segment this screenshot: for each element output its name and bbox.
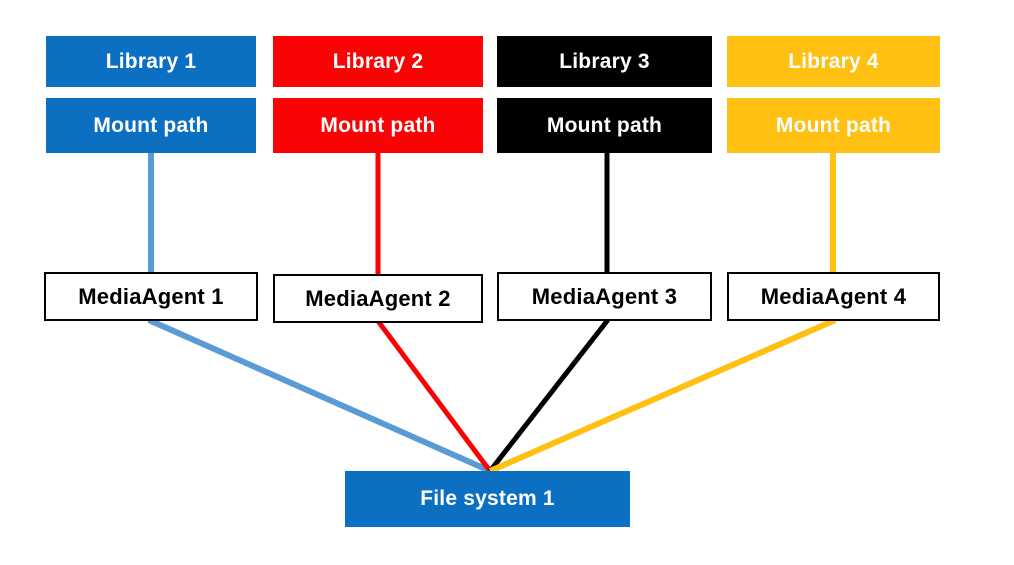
library-box-2: Library 2	[273, 36, 483, 87]
mediaagent-label-3: MediaAgent 3	[531, 283, 678, 309]
mount-path-box-1: Mount path	[46, 98, 256, 153]
file-system-label: File system 1	[420, 487, 555, 510]
connector-line-library3-to-filesystem	[488, 153, 610, 473]
mediaagent-box-2: MediaAgent 2	[273, 274, 483, 323]
mediaagent-label-4: MediaAgent 4	[760, 283, 907, 309]
mount-path-box-4: Mount path	[727, 98, 940, 153]
library-label-3: Library 3	[559, 49, 650, 73]
library-label-1: Library 1	[105, 49, 197, 73]
mediaagent-label-1: MediaAgent 1	[78, 283, 224, 309]
mediaagent-box-1: MediaAgent 1	[44, 272, 258, 321]
mount-path-box-3: Mount path	[497, 98, 712, 153]
mediaagent-box-4: MediaAgent 4	[727, 272, 940, 321]
mount-path-box-2: Mount path	[273, 98, 483, 153]
connector-line-library1-to-filesystem	[148, 153, 492, 474]
mediaagent-box-3: MediaAgent 3	[497, 272, 712, 321]
file-system-box: File system 1	[345, 471, 630, 527]
library-label-2: Library 2	[332, 49, 424, 73]
library-box-4: Library 4	[727, 36, 940, 87]
mount-path-label-1: Mount path	[93, 113, 209, 137]
connector-line-library4-to-filesystem	[488, 153, 836, 474]
mount-path-label-4: Mount path	[775, 113, 892, 137]
mount-path-label-3: Mount path	[546, 113, 663, 137]
library-label-4: Library 4	[788, 49, 879, 73]
mount-path-label-2: Mount path	[320, 113, 436, 137]
mediaagent-label-2: MediaAgent 2	[305, 285, 451, 311]
library-box-1: Library 1	[46, 36, 256, 87]
library-box-3: Library 3	[497, 36, 712, 87]
